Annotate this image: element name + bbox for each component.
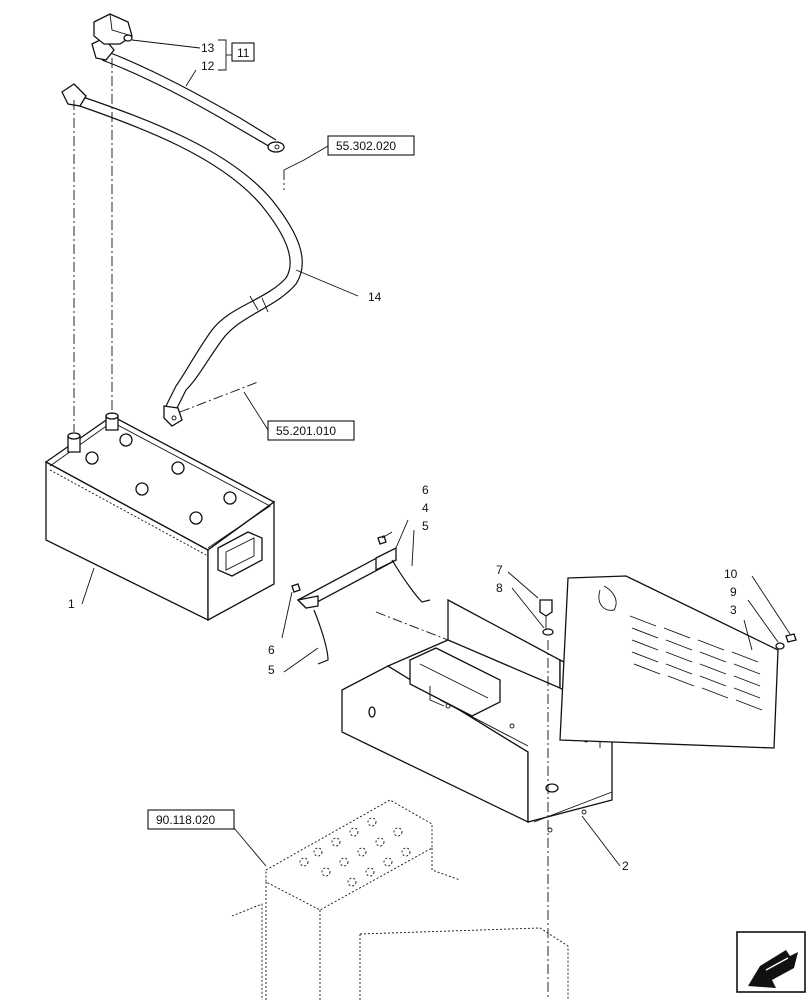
callout-9[interactable]: 9 <box>730 585 737 599</box>
callout-13[interactable]: 13 <box>201 41 215 55</box>
group-bracket <box>218 39 227 71</box>
battery-cover-13 <box>93 13 133 45</box>
battery-1 <box>44 412 276 622</box>
callout-5-lower[interactable]: 5 <box>268 663 275 677</box>
callout-11: 11 <box>237 46 250 60</box>
callout-3[interactable]: 3 <box>730 603 737 617</box>
callout-10[interactable]: 10 <box>724 567 738 581</box>
leader-lines <box>81 39 791 867</box>
ref-90-118-020[interactable]: 90.118.020 <box>147 809 235 830</box>
frame-holes <box>299 817 411 887</box>
washer-8 <box>542 628 554 636</box>
callout-8[interactable]: 8 <box>496 581 503 595</box>
ref-90-118-020-label: 90.118.020 <box>156 813 215 827</box>
callout-6-upper[interactable]: 6 <box>422 483 429 497</box>
cable-12 <box>91 37 285 153</box>
callout-12[interactable]: 12 <box>201 59 215 73</box>
cover-plate-3 <box>559 575 779 749</box>
callout-4[interactable]: 4 <box>422 501 429 515</box>
screw-7 <box>539 599 553 630</box>
callout-11-box[interactable]: 11 <box>231 42 255 62</box>
ref-55-302-020[interactable]: 55.302.020 <box>327 135 415 156</box>
arrow-down-left-icon[interactable] <box>736 931 806 993</box>
ref-55-201-010[interactable]: 55.201.010 <box>267 420 355 441</box>
washer-9 <box>775 642 785 650</box>
ref-55-201-010-label: 55.201.010 <box>276 424 336 438</box>
callout-14[interactable]: 14 <box>368 290 382 304</box>
callout-7[interactable]: 7 <box>496 563 503 577</box>
cover-vents <box>629 615 763 711</box>
battery-box-2 <box>341 598 615 833</box>
callout-1[interactable]: 1 <box>68 597 75 611</box>
callout-2[interactable]: 2 <box>622 859 629 873</box>
screw-10 <box>785 633 797 643</box>
assembly-lines <box>73 58 549 1000</box>
callout-5-upper[interactable]: 5 <box>422 519 429 533</box>
callout-6-lower[interactable]: 6 <box>268 643 275 657</box>
hold-down-bracket <box>291 535 431 665</box>
cable-14 <box>61 83 303 427</box>
ref-55-302-020-label: 55.302.020 <box>336 139 396 153</box>
frame-ghost <box>231 799 569 1000</box>
